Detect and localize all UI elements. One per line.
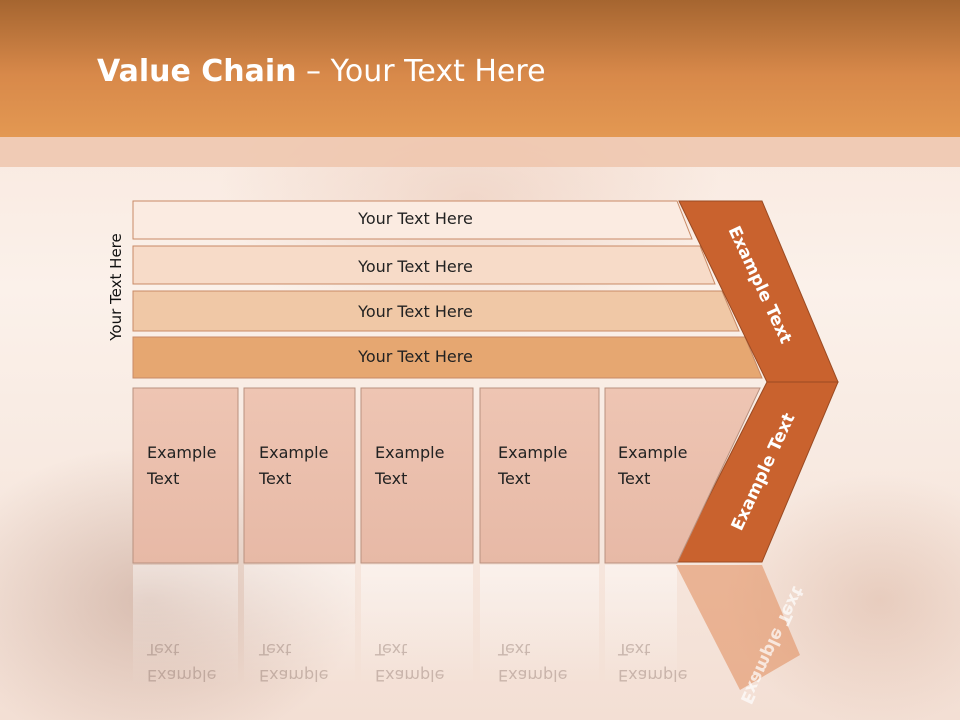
card-reflection-1 (133, 565, 238, 685)
card-3-reflect-line1: Example (375, 666, 445, 685)
row-label-4: Your Text Here (358, 347, 473, 366)
row-label-1: Your Text Here (358, 209, 473, 228)
row-bar-3 (132, 290, 740, 332)
card-3-line2: Text (375, 469, 408, 488)
card-1-line2: Text (147, 469, 180, 488)
card-reflection-text-4: Example Text (498, 636, 567, 688)
card-reflection-5 (605, 565, 677, 685)
card-2 (243, 387, 356, 564)
header-bar (0, 0, 960, 137)
card-5 (604, 387, 761, 564)
card-5-reflect-line2: Text (618, 640, 651, 659)
card-text-4: Example Text (498, 440, 567, 492)
title-bold: Value Chain (97, 54, 297, 89)
card-3 (360, 387, 474, 564)
card-2-reflect-line2: Text (259, 640, 292, 659)
card-4-line1: Example (498, 443, 568, 462)
card-1-line1: Example (147, 443, 217, 462)
row-bar-4 (132, 336, 763, 379)
chevron-reflection (676, 565, 800, 690)
row-bar-1 (132, 200, 693, 240)
card-5-reflect-line1: Example (618, 666, 688, 685)
slide-title: Value Chain – Your Text Here (97, 54, 546, 89)
card-reflection-2 (244, 565, 355, 685)
row-bar-2 (132, 245, 716, 285)
card-text-3: Example Text (375, 440, 444, 492)
header-band (0, 137, 960, 167)
card-2-line1: Example (259, 443, 329, 462)
card-text-1: Example Text (147, 440, 216, 492)
card-4-line2: Text (498, 469, 531, 488)
card-4-reflect-line1: Example (498, 666, 568, 685)
card-5-line1: Example (618, 443, 688, 462)
card-reflection-4 (480, 565, 599, 685)
card-reflection-text-2: Example Text (259, 636, 328, 688)
card-1 (132, 387, 239, 564)
card-2-reflect-line1: Example (259, 666, 329, 685)
card-4-reflect-line2: Text (498, 640, 531, 659)
card-3-line1: Example (375, 443, 445, 462)
card-reflection-text-5: Example Text (618, 636, 687, 688)
card-text-5: Example Text (618, 440, 687, 492)
card-text-2: Example Text (259, 440, 328, 492)
card-reflection-text-3: Example Text (375, 636, 444, 688)
row-label-2: Your Text Here (358, 257, 473, 276)
card-1-reflect-line2: Text (147, 640, 180, 659)
card-2-line2: Text (259, 469, 292, 488)
row-label-3: Your Text Here (358, 302, 473, 321)
title-rest: – Your Text Here (296, 54, 546, 89)
card-reflection-3 (361, 565, 473, 685)
card-4 (479, 387, 600, 564)
card-5-line2: Text (618, 469, 651, 488)
card-reflection-text-1: Example Text (147, 636, 216, 688)
card-3-reflect-line2: Text (375, 640, 408, 659)
card-1-reflect-line1: Example (147, 666, 217, 685)
